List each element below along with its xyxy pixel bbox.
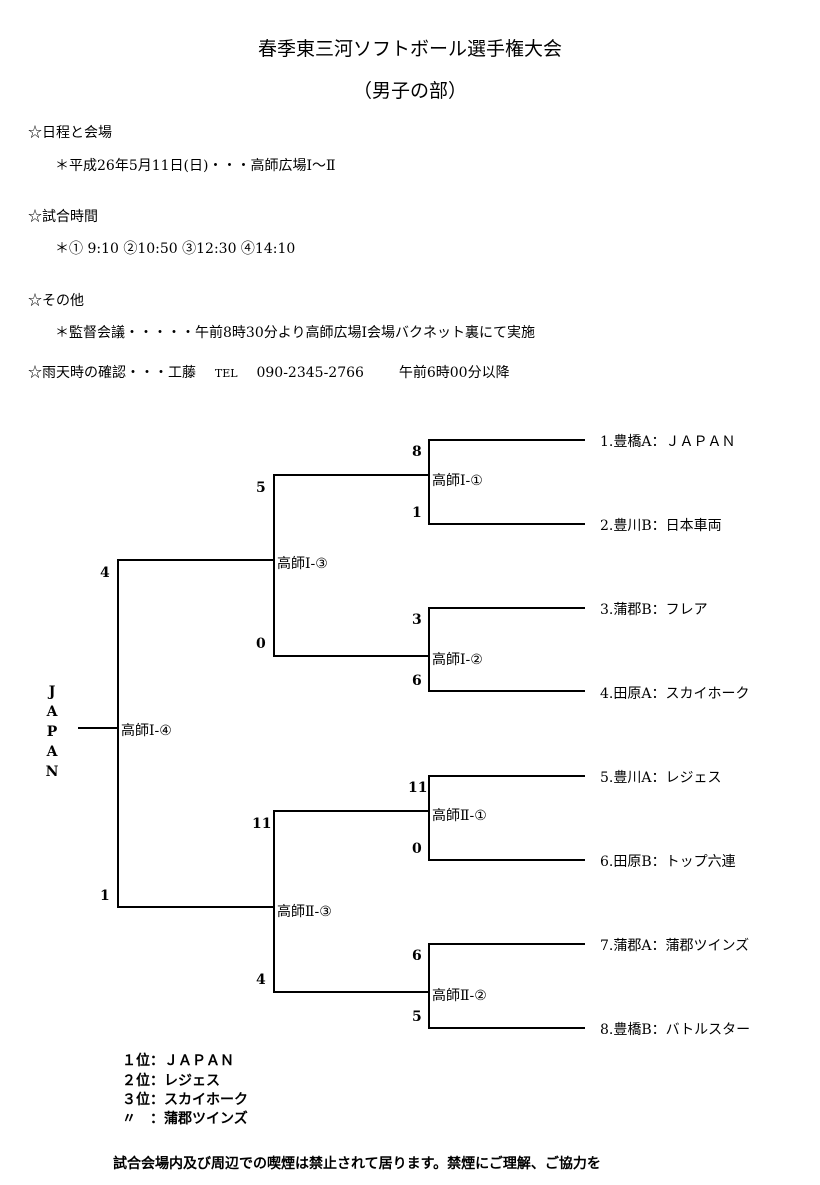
ranking-1: １位：ＪＡＰＡＮ (122, 1053, 234, 1069)
score: 11 (408, 780, 428, 796)
bracket-line (428, 1027, 585, 1029)
team-6: 6.田原B：トップ六連 (600, 854, 736, 870)
bracket-line (117, 559, 275, 561)
bracket-line (273, 991, 430, 993)
rain-time: 午前6時00分以降 (398, 365, 510, 381)
bracket-line (428, 439, 585, 441)
footer-note: 試合会場内及び周辺での喫煙は禁止されて居ります。禁煙にご理解、ご協力を (113, 1156, 601, 1172)
rain-label: ☆雨天時の確認・・・工藤 (28, 365, 196, 381)
match-label: 高師Ⅰ-① (432, 473, 483, 489)
schedule-detail: ＊平成26年5月11日(日)・・・高師広場Ⅰ～Ⅱ (55, 158, 336, 174)
team-7: 7.蒲郡A：蒲郡ツインズ (600, 938, 750, 954)
score: 5 (256, 480, 266, 496)
bracket-line (428, 439, 430, 525)
score: 4 (256, 972, 266, 988)
bracket-line (78, 727, 119, 729)
bracket-line (428, 607, 430, 692)
other-heading: ☆その他 (28, 293, 84, 309)
page-subtitle: （男子の部） (352, 80, 467, 102)
team-5: 5.豊川A：レジェス (600, 770, 722, 786)
bracket-line (428, 690, 585, 692)
score: 5 (412, 1009, 422, 1025)
bracket-line (273, 655, 430, 657)
score: 1 (412, 505, 422, 521)
match-label: 高師Ⅱ-① (432, 808, 487, 824)
score: 3 (412, 612, 422, 628)
bracket-line (428, 775, 430, 861)
ranking-2: ２位：レジェス (122, 1073, 220, 1089)
team-8: 8.豊橋B：バトルスター (600, 1022, 751, 1038)
match-label: 高師Ⅰ-② (432, 652, 483, 668)
bracket-line (428, 943, 585, 945)
score: 0 (412, 841, 422, 857)
bracket-line (273, 810, 275, 993)
ranking-3b: 〃 ：蒲郡ツインズ (122, 1111, 248, 1127)
rain-info: ☆雨天時の確認・・・工藤 TEL 090-2345-2766 午前6時00分以降 (28, 362, 510, 382)
bracket-line (273, 810, 430, 812)
score: 0 (256, 636, 266, 652)
winner-letter: A (46, 704, 58, 720)
match-label: 高師Ⅰ-④ (121, 723, 172, 739)
winner-letter: P (46, 724, 58, 740)
bracket-line (117, 906, 275, 908)
score: 4 (100, 565, 110, 581)
score: 1 (100, 888, 110, 904)
tel-number: 090-2345-2766 (256, 365, 364, 381)
match-label: 高師Ⅱ-③ (277, 904, 332, 920)
team-4: 4.田原A：スカイホーク (600, 686, 750, 702)
times-detail: ＊① 9:10 ②10:50 ③12:30 ④14:10 (55, 241, 296, 257)
bracket-line (428, 943, 430, 1029)
match-label: 高師Ⅱ-② (432, 988, 487, 1004)
winner-letter: N (45, 764, 59, 780)
bracket-line (428, 607, 585, 609)
bracket-line (428, 775, 585, 777)
times-heading: ☆試合時間 (28, 209, 98, 225)
team-1: 1.豊橋A：ＪＡＰＡＮ (600, 434, 736, 450)
page-title: 春季東三河ソフトボール選手権大会 (257, 38, 562, 60)
bracket-line (273, 474, 275, 657)
bracket-line (273, 474, 430, 476)
bracket-line (117, 559, 119, 908)
other-detail: ＊監督会議・・・・・午前8時30分より高師広場Ⅰ会場バクネット裏にて実施 (55, 325, 535, 341)
bracket-line (428, 523, 585, 525)
match-label: 高師Ⅰ-③ (277, 556, 328, 572)
winner-letter: J (48, 684, 56, 700)
schedule-heading: ☆日程と会場 (28, 125, 112, 141)
score: 8 (412, 444, 422, 460)
score: 11 (252, 816, 272, 832)
tel-label: TEL (214, 367, 238, 380)
ranking-3: ３位：スカイホーク (122, 1092, 248, 1108)
winner-letter: A (46, 744, 58, 760)
team-2: 2.豊川B：日本車両 (600, 518, 722, 534)
score: 6 (412, 673, 422, 689)
bracket-line (428, 859, 585, 861)
team-3: 3.蒲郡B：フレア (600, 602, 708, 618)
score: 6 (412, 948, 422, 964)
